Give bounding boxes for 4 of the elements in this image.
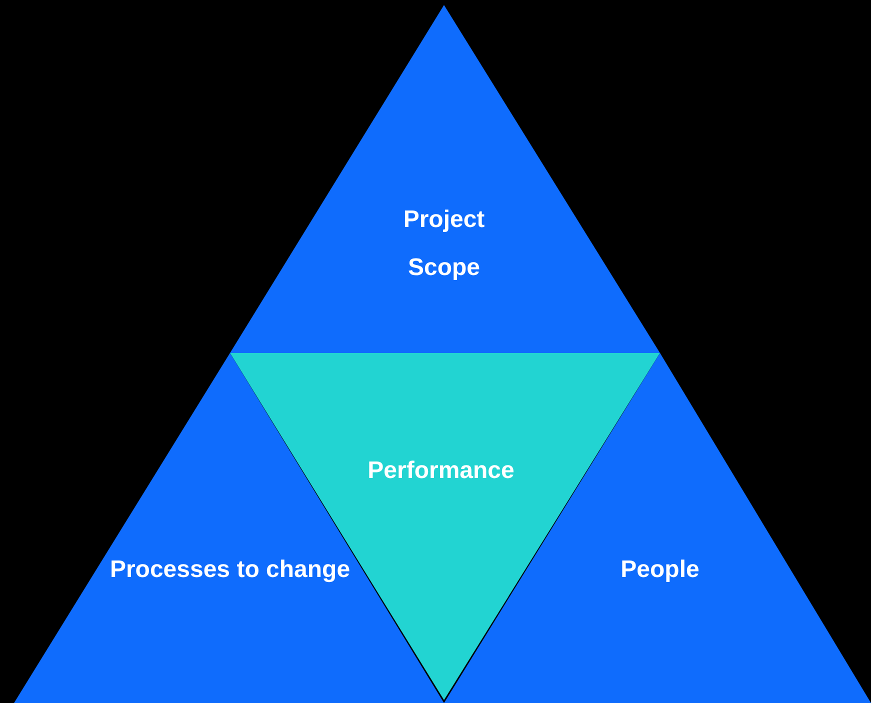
- triangle-label: Project Scope: [402, 205, 486, 283]
- triangle-label: People: [620, 555, 700, 585]
- triangle-label: Processes to change: [108, 555, 352, 585]
- triangle-label: Performance: [366, 456, 516, 486]
